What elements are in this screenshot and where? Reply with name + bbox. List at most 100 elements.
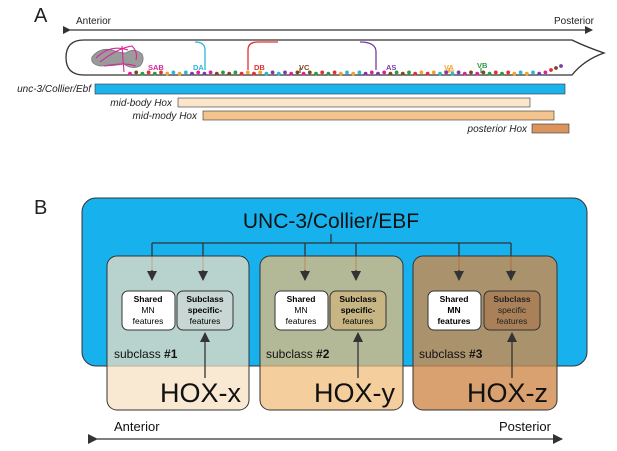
cord-neuron-dot — [183, 70, 188, 75]
cord-neuron-dot — [134, 70, 139, 75]
cord-neuron-dot — [270, 70, 275, 75]
cord-neuron-dot — [245, 70, 250, 75]
neuron-label-as: AS — [386, 63, 396, 72]
cord-neuron-dot — [469, 70, 473, 75]
bar-midmody-hox — [202, 110, 555, 121]
panel-b-posterior-label: Posterior — [499, 419, 552, 434]
specific-label-2: specific- — [188, 305, 223, 315]
shared-label-2: MN — [141, 305, 154, 315]
shared-label-3: features — [133, 316, 164, 326]
cord-neuron-dot — [394, 70, 399, 75]
cord-neuron-dot — [543, 70, 548, 75]
cord-neuron-dot — [314, 71, 318, 76]
cord-neuron-dot — [307, 70, 312, 75]
hox-z-label: HOX-z — [467, 378, 548, 408]
specific-label-2: specific- — [341, 305, 376, 315]
specific-label-2: specific — [498, 305, 527, 315]
cord-neuron-dot — [128, 71, 132, 76]
cord-neuron-dot — [531, 70, 535, 75]
ventral-cord-dots — [128, 64, 563, 76]
cord-neuron-dot — [400, 71, 405, 76]
bar-unc3-label: unc-3/Collier/Ebf — [17, 84, 92, 95]
cord-neuron-dot — [462, 71, 467, 76]
cord-neuron-dot — [444, 70, 449, 75]
cord-neuron-dot — [276, 71, 281, 76]
cord-neuron-dot — [388, 71, 393, 76]
cord-neuron-dot — [264, 71, 269, 76]
cord-neuron-dot — [258, 70, 263, 75]
cord-neuron-dot — [196, 70, 201, 75]
specific-features-box — [483, 290, 541, 331]
cord-neuron-dot — [438, 71, 442, 76]
subclass-1: Shared MN features Subclass specific- fe… — [114, 290, 242, 408]
cord-neuron-dot — [351, 71, 356, 76]
bar-midmody-hox-label: mid-mody Hox — [133, 111, 198, 122]
specific-label-3: features — [190, 316, 221, 326]
cord-neuron-dot — [413, 71, 418, 76]
specific-label-3: features — [343, 316, 374, 326]
subclass-2-label: subclass #2 — [266, 347, 330, 361]
bar-midbody-hox-label: mid-body Hox — [110, 98, 173, 109]
cord-neuron-dot — [549, 68, 553, 72]
neuron-label-sab: SAB — [148, 63, 164, 72]
cord-neuron-dot — [320, 70, 325, 75]
hox-y-label: HOX-y — [314, 378, 396, 408]
bar-midbody-hox — [177, 97, 531, 108]
neuron-label-da: DA — [193, 63, 204, 72]
cord-neuron-dot — [537, 71, 542, 76]
sab-neurites — [95, 45, 138, 73]
cord-neuron-dot — [475, 71, 480, 76]
panel-a-letter: A — [34, 5, 48, 27]
cord-neuron-dot — [190, 71, 194, 76]
specific-label-1: Subclass — [493, 294, 531, 304]
shared-label-1: Shared — [287, 294, 316, 304]
bar-unc3 — [94, 83, 566, 95]
cord-neuron-dot — [165, 71, 170, 76]
panel-a-posterior-label: Posterior — [554, 16, 595, 27]
specific-label-3: features — [497, 316, 528, 326]
hox-x-label: HOX-x — [160, 378, 242, 408]
pharynx — [91, 48, 144, 68]
cord-neuron-dot — [450, 71, 455, 76]
neuron-label-vc: VC — [299, 63, 310, 72]
shared-label-2: MN — [294, 305, 307, 315]
cord-neuron-dot — [295, 70, 300, 75]
cord-neuron-dot — [171, 70, 176, 75]
cord-neuron-dot — [518, 70, 523, 75]
shared-features-box — [427, 290, 482, 331]
da-neuron — [194, 41, 206, 70]
unc3-arrowheads — [147, 270, 516, 281]
cord-neuron-dot — [493, 70, 498, 75]
cord-neuron-dot — [177, 71, 182, 76]
cord-neuron-dot — [221, 70, 225, 75]
neuron-label-db: DB — [254, 63, 265, 72]
as-neuron — [359, 41, 377, 70]
cord-neuron-dot — [214, 71, 219, 76]
shared-features-box — [274, 290, 329, 331]
cord-neuron-dot — [208, 70, 213, 75]
cord-neuron-dot — [382, 70, 387, 75]
cord-neuron-dot — [301, 71, 306, 76]
subclass-3: Shared MN features Subclass specific fea… — [419, 290, 548, 408]
panel-a-anterior-label: Anterior — [76, 16, 112, 27]
panel-b: B UNC-3/Collier/EBF Shared MN features S… — [34, 197, 588, 444]
db-neuron — [247, 41, 278, 70]
neuron-label-va: VA — [444, 63, 454, 72]
shared-label-2: MN — [447, 305, 460, 315]
cord-neuron-dot — [357, 70, 362, 75]
cord-neuron-dot — [233, 70, 238, 75]
specific-label-1: Subclass — [186, 294, 224, 304]
cord-neuron-dot — [487, 71, 492, 76]
specific-features-box — [329, 290, 387, 331]
shared-features-box — [121, 290, 176, 331]
cord-neuron-dot — [152, 71, 157, 76]
shared-label-1: Shared — [440, 294, 469, 304]
cord-neuron-dot — [363, 71, 368, 76]
cord-neuron-dot — [554, 66, 558, 70]
specific-label-1: Subclass — [339, 294, 377, 304]
cord-neuron-dot — [227, 71, 232, 76]
cord-neuron-dot — [376, 71, 380, 76]
cord-neuron-dot — [326, 71, 331, 76]
cord-neuron-dot — [332, 70, 337, 75]
